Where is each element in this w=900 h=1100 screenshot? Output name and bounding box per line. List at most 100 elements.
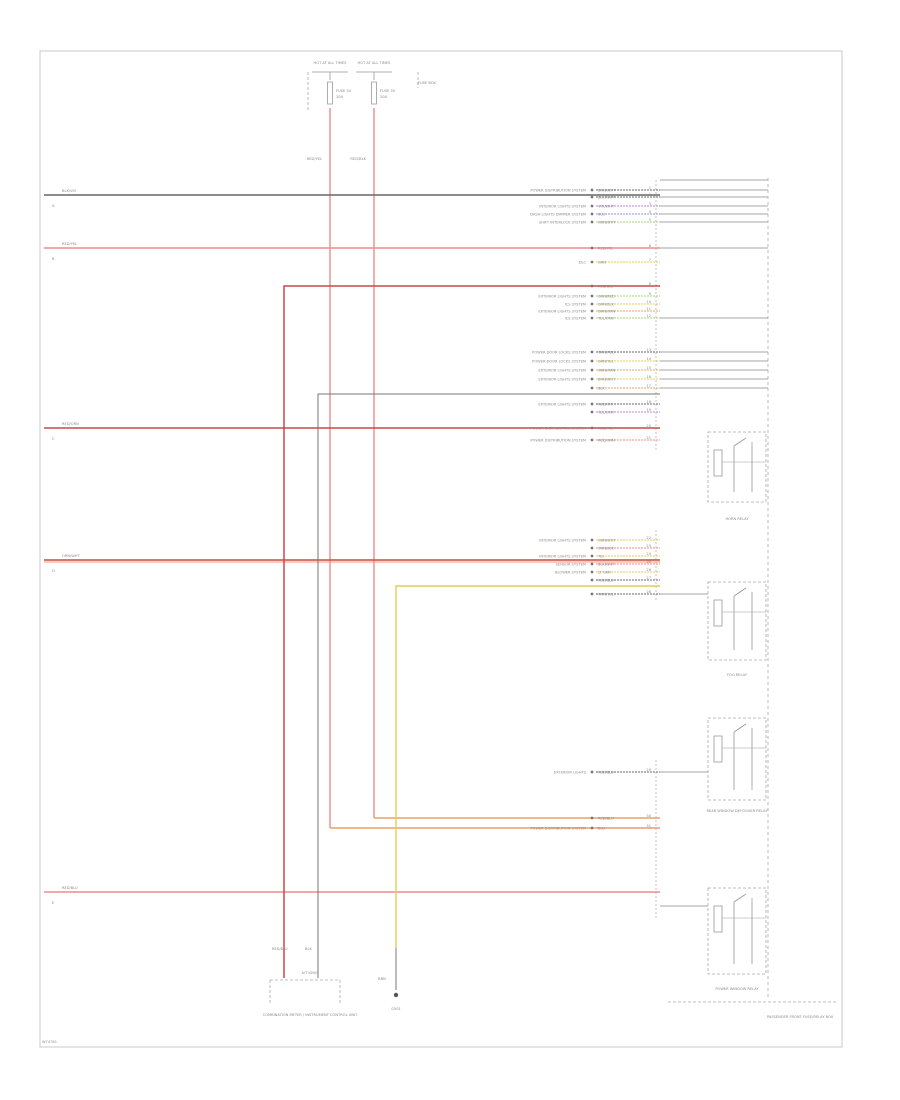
connector-system-label: EXTERIOR LIGHTS SYSTEM xyxy=(538,310,586,314)
connector-system-label: SENSOR SYSTEM xyxy=(556,563,586,567)
connector-wire-label: GRN/BLK xyxy=(598,303,615,307)
connector-system-label: POWER DOOR LOCKS SYSTEM xyxy=(532,351,586,355)
connector-terminal xyxy=(590,246,594,250)
connector-pin: 13 xyxy=(646,348,651,352)
relay-contact xyxy=(733,893,747,903)
fuse-name: FUSE 35 xyxy=(380,89,395,93)
left-wire-ref: C xyxy=(52,437,55,441)
module-pins: A/T IGN/S xyxy=(301,971,319,975)
connector-wire-label: GRN/RED xyxy=(598,295,615,299)
left-wire-label: RED/ORN xyxy=(62,422,79,426)
fuse-header: HOT AT ALL TIMES xyxy=(314,61,348,65)
relay-coil xyxy=(713,449,723,477)
connector-system-label: EXTERIOR LIGHTS SYSTEM xyxy=(538,369,586,373)
connector-system-label: POWER DISTRIBUTION SYSTEM xyxy=(530,427,586,431)
connector-terminal xyxy=(590,410,594,414)
connector-terminal xyxy=(590,402,594,406)
connector-pin: 6 xyxy=(649,244,652,248)
connector-pin: 26 xyxy=(646,568,651,572)
connector-wire-label: RED/BLU xyxy=(598,771,614,775)
ground-label: G501 xyxy=(391,1007,401,1011)
connector-system-label: POWER DOOR LOCKS SYSTEM xyxy=(532,360,586,364)
connector-terminal xyxy=(590,350,594,354)
connector-system-label: POWER DISTRIBUTION SYSTEM xyxy=(530,827,586,831)
components-layer xyxy=(327,81,767,998)
relay xyxy=(707,717,767,801)
connector-pin: 28 xyxy=(646,590,651,594)
relay-body xyxy=(707,431,767,503)
connector-wire-label: BRN/WHT xyxy=(598,378,616,382)
diagram-code: W74761 xyxy=(42,1040,57,1044)
connector-pin: 22 xyxy=(646,536,651,540)
connector-pin: 16 xyxy=(646,375,651,379)
connector-pin: 9 xyxy=(649,292,652,296)
fuse-symbol xyxy=(371,81,377,105)
connector-system-label: DLC xyxy=(579,261,587,265)
relay-name: POWER WINDOW RELAY xyxy=(715,987,759,991)
connector-wire-label: BLK/WHT xyxy=(598,563,615,567)
relay-contact xyxy=(733,723,747,733)
connector-terminal xyxy=(590,284,594,288)
module-name: COMBINATION METER / INSTRUMENT CONTROL U… xyxy=(263,1013,358,1017)
relay xyxy=(707,581,767,661)
left-wire-ref: E xyxy=(52,901,55,905)
connector-pin: 11 xyxy=(646,307,651,311)
connector-pin: 5 xyxy=(649,218,651,222)
connector-terminal xyxy=(590,220,594,224)
relay-coil xyxy=(713,599,723,627)
connector-terminal xyxy=(590,195,594,199)
connector-terminal xyxy=(590,368,594,372)
relay-name: FOG RELAY xyxy=(727,673,748,677)
connector-terminal xyxy=(590,816,594,820)
connector-terminal xyxy=(590,309,594,313)
diagram-frame xyxy=(39,50,843,1048)
connector-wire-label: YEL/ORN xyxy=(598,411,614,415)
left-wire-ref: B xyxy=(52,257,55,261)
connector-pin: 20 xyxy=(646,424,651,428)
connector-pin: 25 xyxy=(646,560,651,564)
connector-pin: 18 xyxy=(646,400,651,404)
fuse-rating: 20A xyxy=(336,95,344,99)
ground-feed-yellow xyxy=(395,585,660,948)
connector-system-label: EXTERIOR LIGHTS SYSTEM xyxy=(538,295,586,299)
connector-wire-label: BLK xyxy=(598,387,605,391)
connector-pin: 21 xyxy=(646,436,651,440)
connector-terminal xyxy=(590,204,594,208)
connector-pin: 8 xyxy=(649,282,652,286)
relay-coil xyxy=(713,735,723,763)
relay-contact xyxy=(733,437,747,447)
connector-pin: 27 xyxy=(646,576,651,580)
connector-wire-label: ORN/YEL xyxy=(598,593,614,597)
connector-terminal xyxy=(590,359,594,363)
connector-pin: 3 xyxy=(649,202,651,206)
connector-pin: 7 xyxy=(649,258,651,262)
connector-wire-label: LT GRN xyxy=(598,571,611,575)
fuse-symbol xyxy=(327,81,333,105)
connector-wire-label: RED/VIO xyxy=(598,403,613,407)
connector-pin: 2 xyxy=(649,193,651,197)
fuse-header: HOT AT ALL TIMES xyxy=(358,61,392,65)
connector-pin: 4 xyxy=(649,210,652,214)
connector-pin: 17 xyxy=(646,384,651,388)
connector-wire-label: BLU xyxy=(598,213,605,217)
relay-contact xyxy=(733,587,747,597)
connector-wire-label: RED/BLU xyxy=(598,817,614,821)
relay-name: HORN RELAY xyxy=(725,517,749,521)
connector-system-label: SHIFT INTERLOCK SYSTEM xyxy=(539,221,586,225)
left-wire-label: ORN/WHT xyxy=(62,554,80,558)
connector-pin: 23 xyxy=(646,544,651,548)
connector-terminal xyxy=(590,302,594,306)
connector-terminal xyxy=(590,592,594,596)
connector-wire-label: BRN/WHT xyxy=(598,189,616,193)
connector-terminal xyxy=(590,377,594,381)
connector-wire-label: GRN/RED xyxy=(598,351,615,355)
connector-terminal xyxy=(590,538,594,542)
relay-coil xyxy=(713,905,723,933)
connector-terminal xyxy=(590,554,594,558)
left-wire-label: RED/YEL xyxy=(62,242,77,246)
fuse-wire-label: RED/BLK xyxy=(350,157,366,161)
connector-wire-label: YEL xyxy=(598,555,604,559)
fuse-wire-label: RED/YEL xyxy=(307,157,322,161)
